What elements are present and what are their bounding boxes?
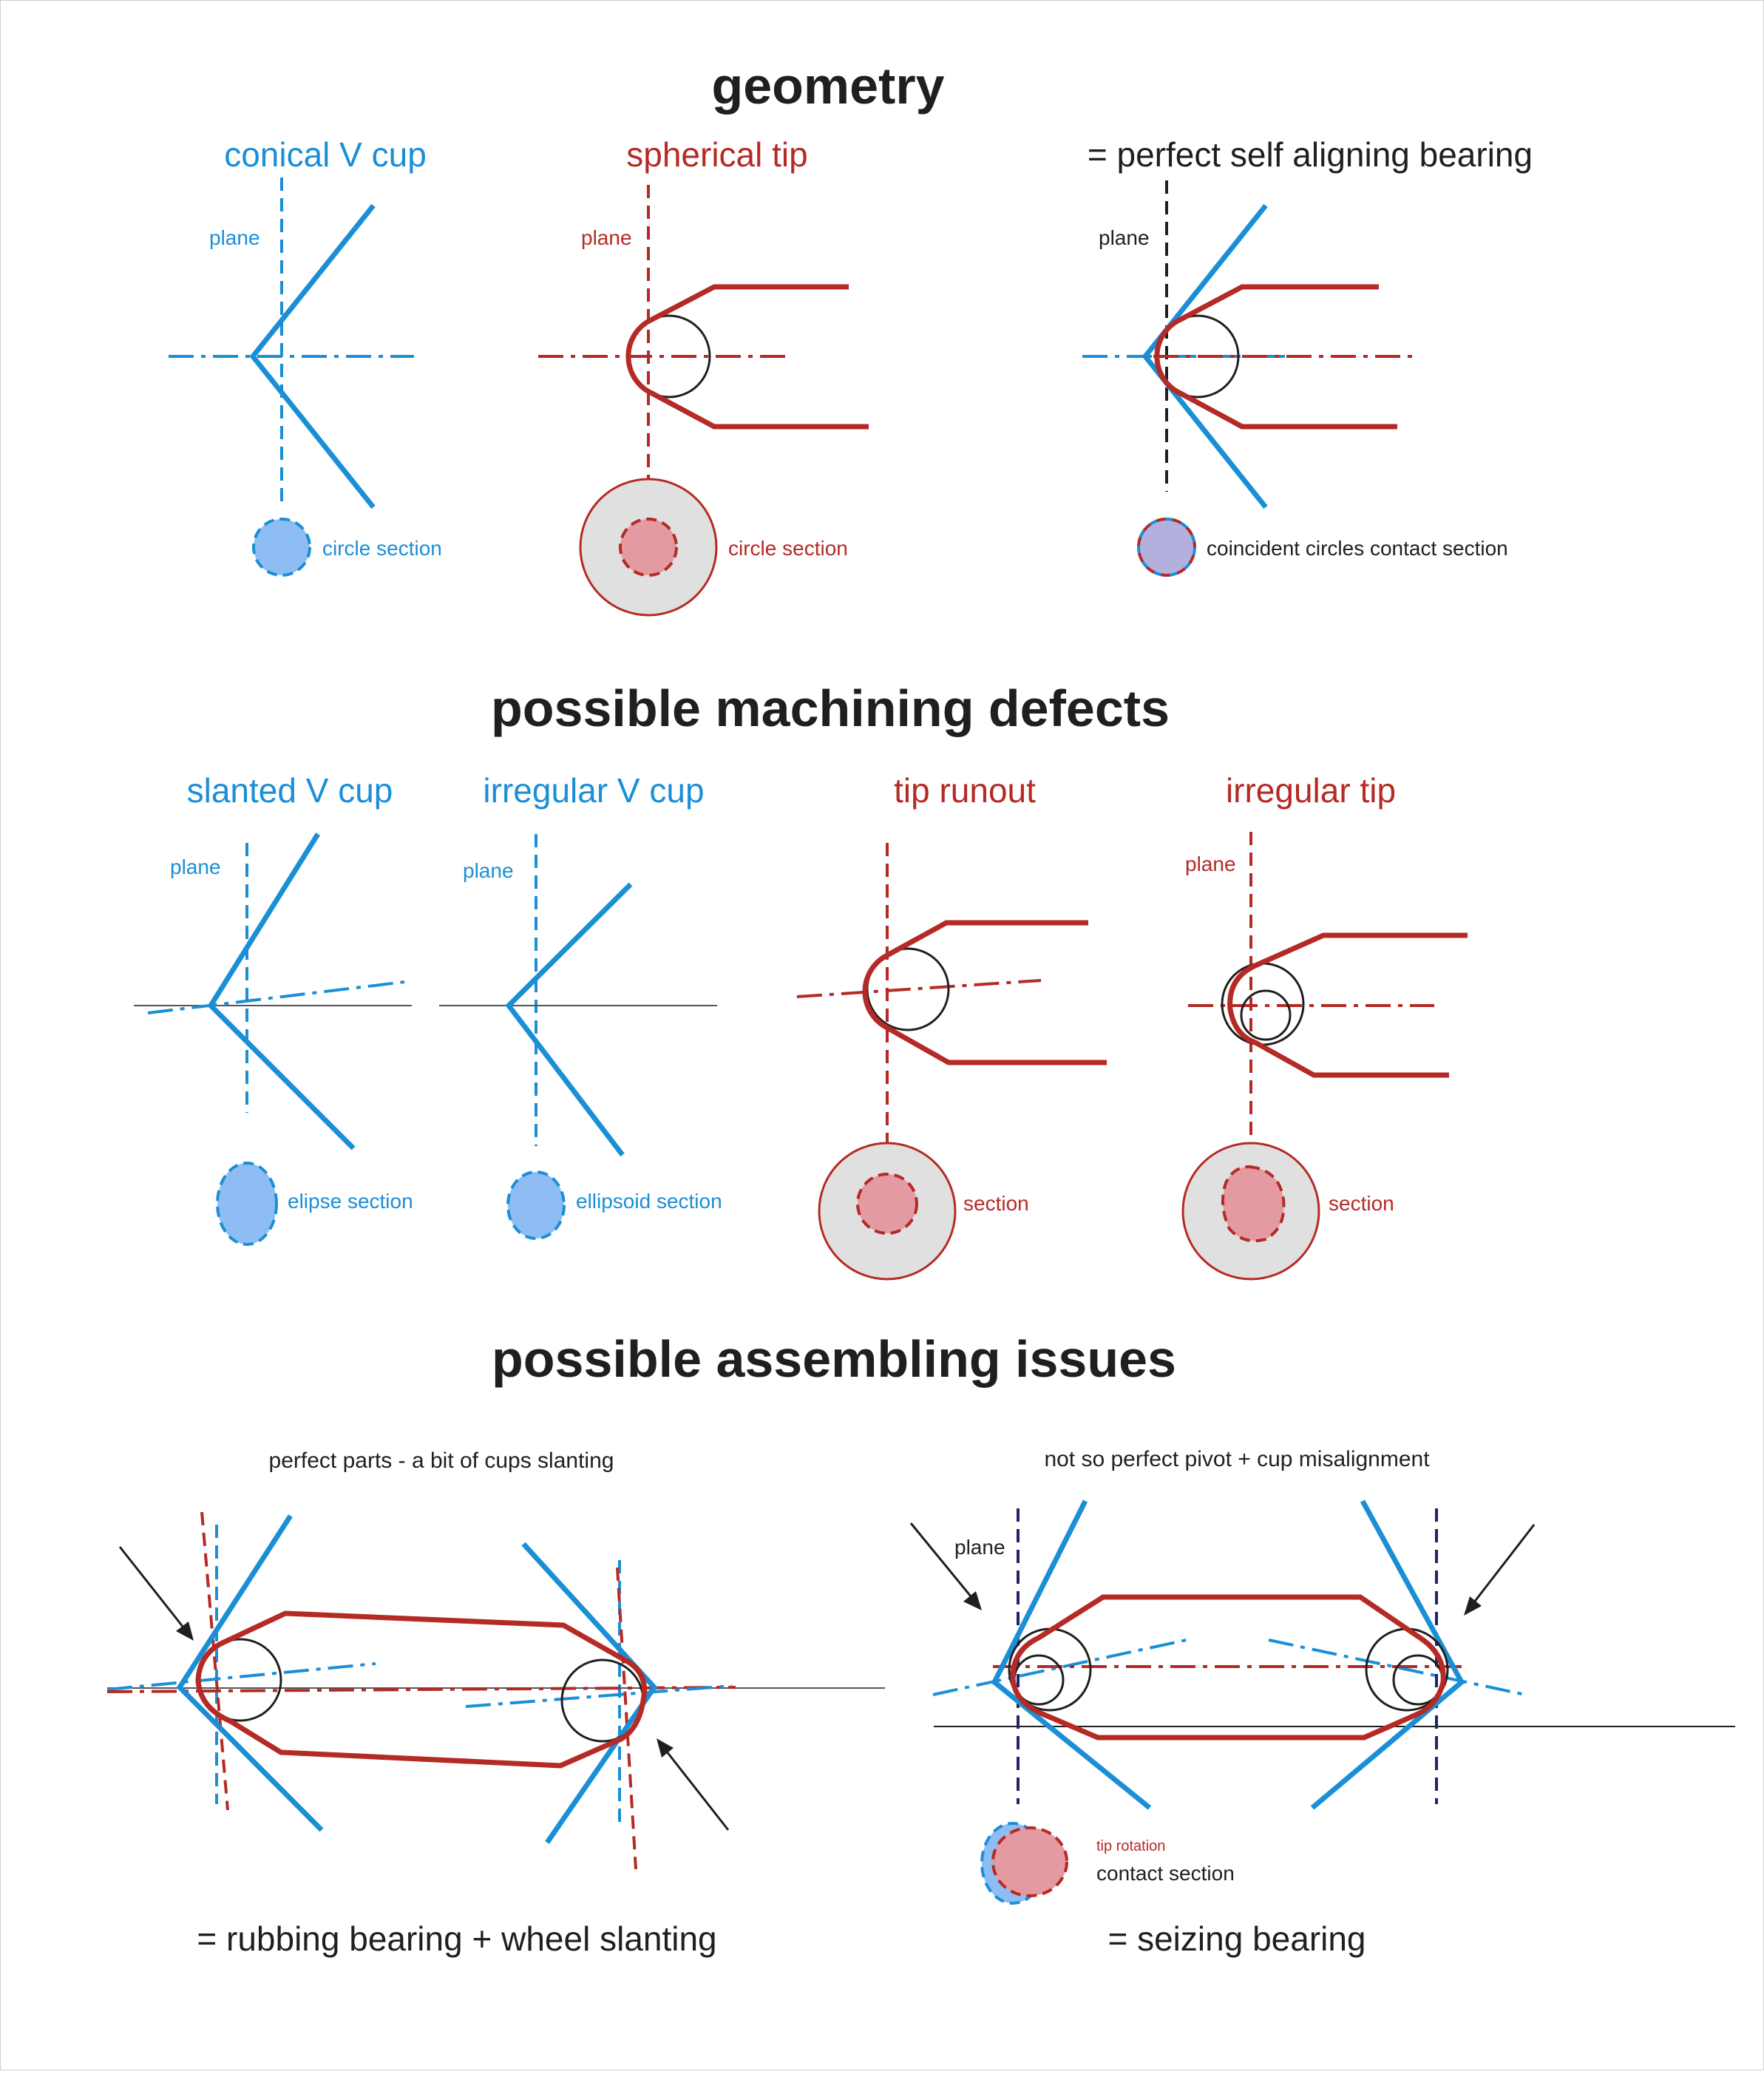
heading-perfect-bearing: = perfect self aligning bearing bbox=[1088, 135, 1533, 174]
caption-misalignment: not so perfect pivot + cup misalignment bbox=[1044, 1447, 1430, 1471]
tip-sphere-small bbox=[1240, 989, 1292, 1041]
section-label: circle section bbox=[728, 537, 848, 560]
section-label: section bbox=[963, 1192, 1029, 1215]
plane-label: plane bbox=[1185, 853, 1236, 875]
section-label: circle section bbox=[322, 537, 442, 560]
axis-line bbox=[147, 980, 405, 1014]
v-cup-left bbox=[991, 1499, 1152, 1810]
v-cup bbox=[1141, 203, 1268, 509]
panel-irregular-tip: irregular tip plane section bbox=[1181, 771, 1468, 1281]
v-cup bbox=[505, 882, 633, 1157]
v-cup-left bbox=[176, 1514, 324, 1832]
panel-cup-slanting: perfect parts - a bit of cups slanting =… bbox=[106, 1448, 885, 1958]
contact-section-tip bbox=[991, 1826, 1068, 1897]
pivot-shaft bbox=[1010, 1594, 1446, 1741]
plane-label: plane bbox=[170, 855, 221, 878]
plane-label: plane bbox=[581, 226, 632, 249]
plane-label: plane bbox=[209, 226, 260, 249]
heading-irregular-tip: irregular tip bbox=[1226, 771, 1396, 810]
axis-line bbox=[796, 979, 1042, 998]
circle-section bbox=[619, 518, 678, 577]
rotation-label: tip rotation bbox=[1096, 1838, 1165, 1854]
panel-misalignment: not so perfect pivot + cup misalignment … bbox=[909, 1447, 1735, 1958]
panel-tip-runout: tip runout section bbox=[796, 771, 1107, 1281]
arrow-right bbox=[662, 1747, 730, 1831]
heading-conical-v-cup: conical V cup bbox=[224, 135, 427, 174]
heading-irregular-v-cup: irregular V cup bbox=[483, 771, 704, 810]
title-geometry: geometry bbox=[711, 57, 944, 115]
arrow-right bbox=[1470, 1524, 1536, 1607]
v-cup-right bbox=[1310, 1499, 1465, 1810]
v-cup-right bbox=[521, 1542, 658, 1844]
v-cup bbox=[249, 203, 376, 509]
plane-line-left-red bbox=[200, 1511, 229, 1811]
spherical-tip bbox=[625, 284, 869, 430]
arrow-right-head bbox=[1464, 1596, 1482, 1616]
pivot-shaft bbox=[195, 1610, 648, 1769]
heading-spherical-tip: spherical tip bbox=[626, 135, 807, 174]
contact-section-outline bbox=[1137, 518, 1196, 577]
heading-tip-runout: tip runout bbox=[894, 771, 1036, 810]
plane-line-right-red bbox=[616, 1567, 637, 1870]
spherical-tip bbox=[1154, 284, 1397, 430]
panel-slanted-v-cup: slanted V cup plane elipse section bbox=[134, 771, 413, 1246]
arrow-left bbox=[118, 1546, 188, 1632]
section bbox=[1221, 1165, 1286, 1243]
section-label: coincident circles contact section bbox=[1207, 537, 1508, 560]
panel-perfect-bearing: = perfect self aligning bearing plane co… bbox=[1082, 135, 1533, 577]
heading-slanted-v-cup: slanted V cup bbox=[187, 771, 393, 810]
arrow-left-head bbox=[963, 1591, 982, 1610]
section-label: ellipsoid section bbox=[576, 1190, 722, 1213]
title-machining-defects: possible machining defects bbox=[491, 680, 1170, 737]
result-misalignment: = seizing bearing bbox=[1107, 1919, 1366, 1958]
axis-line-left-blue bbox=[106, 1662, 376, 1691]
result-cup-slanting: = rubbing bearing + wheel slanting bbox=[197, 1919, 716, 1958]
panel-irregular-v-cup: irregular V cup plane ellipsoid section bbox=[439, 771, 722, 1240]
title-assembling-issues: possible assembling issues bbox=[492, 1330, 1176, 1388]
spherical-tip bbox=[862, 920, 1107, 1065]
axis-line-red bbox=[106, 1686, 736, 1693]
section bbox=[856, 1173, 918, 1235]
caption-cup-slanting: perfect parts - a bit of cups slanting bbox=[269, 1448, 614, 1473]
section-label: section bbox=[1329, 1192, 1394, 1215]
plane-label: plane bbox=[1099, 226, 1150, 249]
panel-conical-v-cup: conical V cup plane circle section bbox=[169, 135, 442, 577]
v-cup bbox=[207, 833, 356, 1150]
panel-spherical-tip: spherical tip plane circle section bbox=[538, 135, 869, 617]
arrow-left bbox=[909, 1522, 976, 1602]
irregular-tip bbox=[1227, 932, 1468, 1078]
ellipse-section bbox=[216, 1162, 278, 1246]
arrow-right-head bbox=[657, 1738, 674, 1758]
axis-line-right-blue bbox=[465, 1684, 733, 1708]
plane-label: plane bbox=[954, 1536, 1005, 1559]
circle-section bbox=[252, 518, 311, 577]
ellipsoid-section bbox=[506, 1170, 566, 1240]
section-label: elipse section bbox=[288, 1190, 413, 1213]
section-label: contact section bbox=[1096, 1862, 1235, 1885]
arrow-left-head bbox=[176, 1621, 194, 1641]
plane-label: plane bbox=[463, 859, 514, 882]
